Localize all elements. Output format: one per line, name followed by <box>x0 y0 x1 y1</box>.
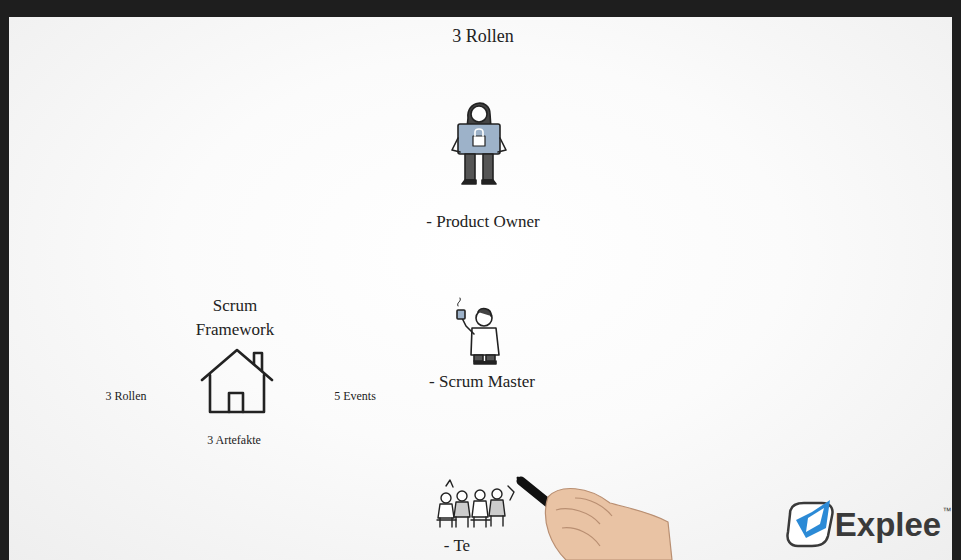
head <box>492 489 502 499</box>
leg <box>456 517 468 527</box>
house-symbol <box>202 350 272 412</box>
trademark: ™ <box>943 506 952 517</box>
head <box>441 493 451 503</box>
torso <box>471 328 499 355</box>
leg <box>465 154 475 180</box>
arm <box>498 138 506 152</box>
leg <box>483 154 493 180</box>
house-line <box>229 393 243 412</box>
leg <box>474 355 483 361</box>
torso <box>489 500 505 516</box>
house-line <box>202 350 272 380</box>
head <box>475 490 485 500</box>
lock-body <box>473 136 485 146</box>
arm <box>508 486 514 500</box>
torso <box>438 504 454 518</box>
house-line <box>254 353 262 371</box>
finger-lines <box>556 498 612 546</box>
drawing-hand <box>518 478 672 560</box>
marker-tip <box>518 478 527 486</box>
chair <box>471 517 490 527</box>
framework-part: 5 Events <box>334 389 376 403</box>
shoe <box>482 180 496 184</box>
frame-bar <box>0 0 9 560</box>
cup <box>457 310 465 319</box>
framework-part: 3 Artefakte <box>207 433 261 447</box>
framework-house: Scrum Framework <box>180 294 290 416</box>
feet <box>474 361 496 364</box>
head <box>471 106 487 122</box>
note-symbol <box>446 480 453 487</box>
role-name: - Product Owner <box>426 212 539 232</box>
frame-bar <box>0 0 961 17</box>
logo-flap <box>796 500 830 538</box>
shoe <box>462 180 476 184</box>
arm <box>452 138 460 152</box>
logo-text: Explee <box>835 505 941 545</box>
hair <box>478 309 491 316</box>
house-outline <box>180 294 290 416</box>
house-line <box>210 375 264 412</box>
frame-bar <box>952 0 961 560</box>
node-heading: Scrum Framework <box>180 294 290 342</box>
framework-part: 3 Rollen <box>106 389 147 403</box>
slide-title: 3 Rollen <box>452 26 514 48</box>
steam <box>458 298 461 306</box>
arm <box>462 318 474 334</box>
product-owner-figure <box>452 103 506 184</box>
logo-page <box>806 508 824 532</box>
scrum-master-figure <box>457 298 499 364</box>
hand-skin <box>545 489 672 560</box>
head <box>457 491 467 501</box>
torso <box>472 501 488 517</box>
laptop <box>458 124 500 154</box>
logo-icon <box>787 500 832 546</box>
team-figure <box>437 480 514 527</box>
role-name: - Te <box>444 536 470 556</box>
chair <box>437 518 456 527</box>
role-name: - Scrum Master <box>429 372 535 392</box>
torso <box>454 502 470 517</box>
leg <box>486 355 495 361</box>
leg <box>491 516 503 526</box>
lock-shackle <box>475 129 483 136</box>
